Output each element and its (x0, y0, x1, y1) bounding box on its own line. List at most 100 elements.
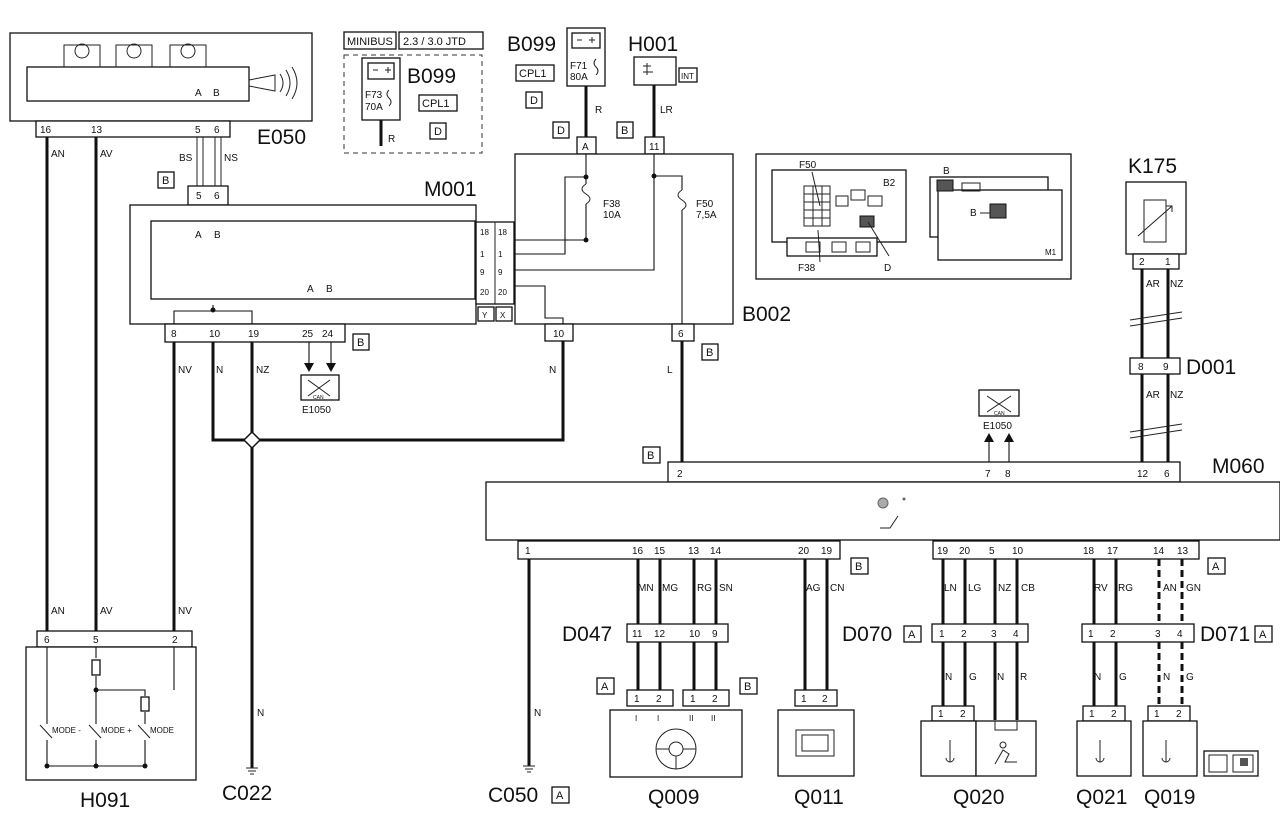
q020-wire-n2: N (997, 672, 1004, 683)
b002-ref-bottom: B (706, 347, 713, 359)
display-icon (795, 729, 835, 757)
m001-ro-1: 1 (498, 250, 503, 259)
m001-pin-5: 5 (196, 191, 202, 202)
c050-ref: A (556, 790, 564, 802)
m060-b-20b: 20 (959, 546, 971, 557)
fuse-f50-amps: 7,5A (696, 210, 717, 221)
h091-mode-minus: MODE - (52, 726, 81, 735)
fuse-f38-name: F38 (603, 199, 621, 210)
h091-label: H091 (80, 789, 130, 812)
b002-pin-6: 6 (678, 329, 684, 340)
h001-tag: INT (681, 72, 694, 81)
d047-wire-sn: SN (719, 583, 733, 594)
b099-inset: MINIBUS 2.3 / 3.0 JTD F73 70A B099 CPL1 … (343, 31, 484, 154)
q009-pin-2b: 2 (712, 694, 718, 705)
m001-unit: M001 5 6 A B A B 18 1 9 20 18 1 9 20 Y X… (129, 178, 515, 351)
loc-f50: F50 (799, 160, 817, 171)
b002-wire-l: L (667, 365, 673, 376)
h091-wire-av: AV (100, 606, 113, 617)
b002-label: B002 (742, 303, 791, 326)
h091-pin-5: 5 (93, 635, 99, 646)
b002-wire-n: N (549, 365, 556, 376)
h001-label: H001 (628, 33, 678, 56)
m060-ref-d071: A (1212, 561, 1220, 573)
loc-b-top: B (943, 166, 950, 177)
can-tag-right: CAN (994, 411, 1005, 417)
d071-pin-2: 2 (1110, 629, 1116, 640)
q011-pin-2: 2 (822, 694, 828, 705)
h091-wire-nv: NV (178, 606, 192, 617)
loc-d: D (884, 263, 891, 274)
d071-wire-gn: GN (1186, 583, 1201, 594)
b099-label: B099 (507, 33, 556, 56)
d070-label: D070 (842, 623, 892, 646)
h091-pin-2: 2 (172, 635, 178, 646)
temperature-icon (126, 43, 142, 59)
d001-pin-8: 8 (1138, 362, 1144, 373)
h091-switch-pack: 6 5 2 MODE - MODE + MODE H091 (25, 630, 197, 812)
k175-pin-2: 2 (1139, 257, 1145, 268)
d047-wire-rg: RG (697, 583, 712, 594)
d070-wire-lg: LG (968, 583, 982, 594)
loc-f38: F38 (798, 263, 816, 274)
m060-b-15: 15 (654, 546, 666, 557)
h091-wire-an: AN (51, 606, 65, 617)
m060-top-8: 8 (1005, 469, 1011, 480)
q019-label: Q019 (1144, 786, 1195, 809)
m001-pin-19: 19 (248, 329, 260, 340)
q021-wire-g: G (1119, 672, 1127, 683)
d071-pin-3: 3 (1155, 629, 1161, 640)
e050-wire-av: AV (100, 149, 113, 160)
b099-connector: CPL1 (519, 68, 547, 80)
d071-wire-an: AN (1163, 583, 1177, 594)
m001-pin-6: 6 (214, 191, 220, 202)
q019-wire-g: G (1186, 672, 1194, 683)
e050-pin-6: 6 (214, 125, 220, 136)
minibus-tag (343, 31, 397, 50)
q019-wire-n: N (1163, 672, 1170, 683)
q009-roman-2a: II (689, 714, 693, 723)
d070-ref: A (908, 629, 916, 641)
k175-sensor: K175 2 1 (1125, 155, 1187, 270)
e1050-left-label: E1050 (302, 405, 331, 416)
can-bus-icon (986, 395, 1012, 413)
m060-b-17: 17 (1107, 546, 1119, 557)
q019-pin-1: 1 (1154, 709, 1160, 720)
wire-ns: NS (224, 153, 238, 164)
m001-wire-nz: NZ (256, 365, 269, 376)
q020-pin-2: 2 (960, 709, 966, 720)
fan-icon (180, 43, 196, 59)
d047-pin-9: 9 (712, 629, 718, 640)
k175-wire-nz: NZ (1170, 279, 1183, 290)
c022-label: C022 (222, 782, 272, 805)
d071-ref: A (1259, 629, 1267, 641)
e050-pin-5: 5 (195, 125, 201, 136)
e050-ref-b: B (162, 175, 169, 187)
d047-connector: D047 11 12 10 9 (562, 623, 729, 646)
h091-mode: MODE (150, 726, 174, 735)
m060-b-10: 10 (1012, 546, 1024, 557)
h091-pin-6: 6 (44, 635, 50, 646)
d001-wire-nz: NZ (1170, 390, 1183, 401)
m001-wire-nv: NV (178, 365, 192, 376)
q011-wire-ag: AG (806, 583, 821, 594)
b099-fuse-name: F71 (570, 61, 588, 72)
m060-ref-q011: B (855, 561, 862, 573)
h001-block: H001 INT LR (628, 33, 698, 137)
m001-pin-a: A (195, 230, 202, 241)
h001-wire: LR (660, 105, 673, 116)
q011-unit: 1 2 Q011 (777, 689, 855, 809)
ignition-switch-icon (643, 63, 653, 75)
e050-pin-16: 16 (40, 125, 52, 136)
b099-inset-label: B099 (407, 65, 456, 88)
lever-icon (1161, 740, 1171, 763)
q011-label: Q011 (794, 786, 844, 809)
location-view: F50 F38 B2 D B B M1 (755, 153, 1072, 280)
k175-wire-ar: AR (1146, 279, 1160, 290)
q020-pin-1: 1 (938, 709, 944, 720)
b002-fusebox: A D B 11 F38 10A F50 7,5A 10 6 B002 B (514, 121, 791, 361)
e050-label: E050 (257, 126, 306, 149)
d070-wire-nz: NZ (998, 583, 1011, 594)
m001-r-9: 9 (480, 268, 485, 277)
d070-pin-1: 1 (939, 629, 945, 640)
